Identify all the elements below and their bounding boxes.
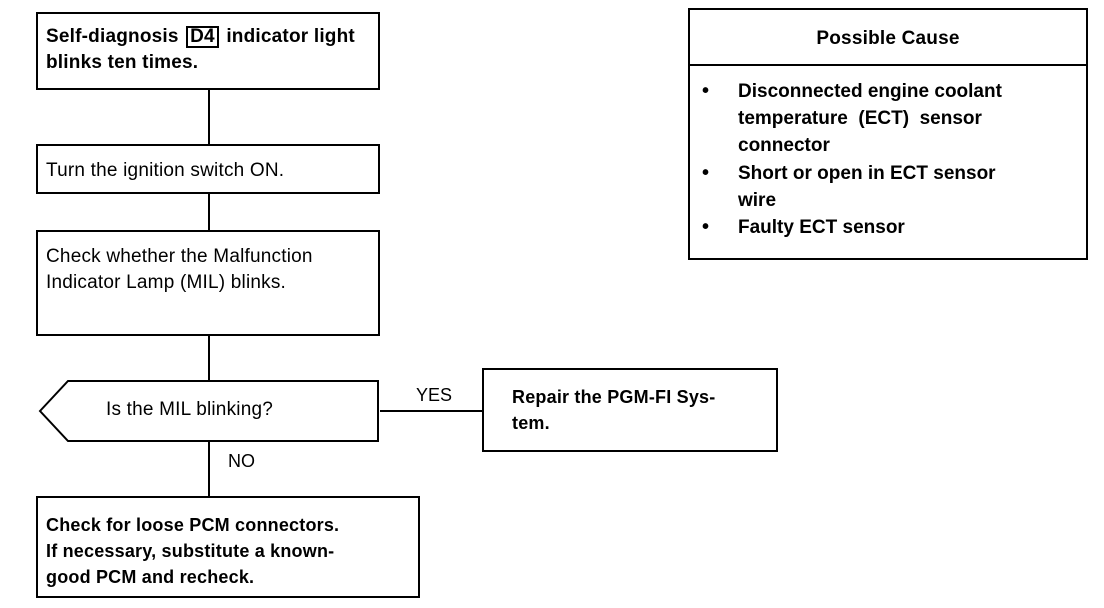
connector-2-3 bbox=[208, 194, 210, 230]
cause-1-line3: connector bbox=[738, 135, 830, 156]
no-action-line2: If necessary, substitute a known- bbox=[46, 541, 335, 561]
step1-line2: blinks ten times. bbox=[46, 52, 199, 73]
cause-item-3: Faulty ECT sensor bbox=[738, 214, 905, 241]
possible-cause-title: Possible Cause bbox=[816, 28, 960, 49]
decision-shape bbox=[38, 380, 379, 442]
cause-2-line2: wire bbox=[738, 190, 777, 211]
cause-1-line1: Disconnected engine coolant bbox=[738, 81, 1002, 102]
connector-decision-yes bbox=[380, 410, 482, 412]
step-ignition-text: Turn the ignition switch ON. bbox=[46, 160, 285, 181]
step-check-mil-box: Check whether the Malfunction Indicator … bbox=[36, 230, 380, 336]
possible-cause-header: Possible Cause bbox=[690, 10, 1086, 66]
cause-2-line1: Short or open in ECT sensor bbox=[738, 163, 996, 184]
connector-decision-no bbox=[208, 440, 210, 496]
step3-line2: Indicator Lamp (MIL) blinks. bbox=[46, 272, 287, 293]
no-action-line1: Check for loose PCM connectors. bbox=[46, 515, 340, 535]
possible-cause-panel: Possible Cause • Disconnected engine coo… bbox=[688, 8, 1088, 260]
cause-item-2: Short or open in ECT sensor wire bbox=[738, 160, 996, 214]
yes-action-line2: tem. bbox=[512, 413, 550, 433]
repair-pgm-fi-text: Repair the PGM-FI Sys- tem. bbox=[512, 384, 715, 436]
step-check-mil-text: Check whether the Malfunction Indicator … bbox=[46, 244, 313, 296]
check-pcm-text: Check for loose PCM connectors. If neces… bbox=[46, 512, 339, 590]
yes-action-line1: Repair the PGM-FI Sys- bbox=[512, 387, 716, 407]
cause-bullet-2: • bbox=[702, 162, 710, 184]
cause-item-1: Disconnected engine coolant temperature … bbox=[738, 78, 1002, 159]
step-ignition-box: Turn the ignition switch ON. bbox=[36, 144, 380, 194]
step-self-diagnosis-text: Self-diagnosis D4 indicator light blinks… bbox=[46, 24, 355, 76]
step1-line1-before: Self-diagnosis bbox=[46, 26, 179, 47]
connector-1-2 bbox=[208, 90, 210, 144]
connector-3-decision bbox=[208, 336, 210, 382]
no-label: NO bbox=[228, 451, 255, 471]
step1-line1-after: indicator light bbox=[226, 26, 355, 47]
decision-text: Is the MIL blinking? bbox=[106, 399, 273, 420]
repair-pgm-fi-box: Repair the PGM-FI Sys- tem. bbox=[482, 368, 778, 452]
step3-line1: Check whether the Malfunction bbox=[46, 246, 313, 267]
step-self-diagnosis-box: Self-diagnosis D4 indicator light blinks… bbox=[36, 12, 380, 90]
cause-bullet-3: • bbox=[702, 216, 710, 238]
cause-1-line2: temperature (ECT) sensor bbox=[738, 108, 982, 129]
cause-bullet-1: • bbox=[702, 80, 710, 102]
d4-indicator-code: D4 bbox=[186, 26, 219, 48]
check-pcm-box: Check for loose PCM connectors. If neces… bbox=[36, 496, 420, 598]
cause-3-line1: Faulty ECT sensor bbox=[738, 217, 905, 238]
yes-label: YES bbox=[416, 385, 453, 405]
no-action-line3: good PCM and recheck. bbox=[46, 567, 255, 587]
